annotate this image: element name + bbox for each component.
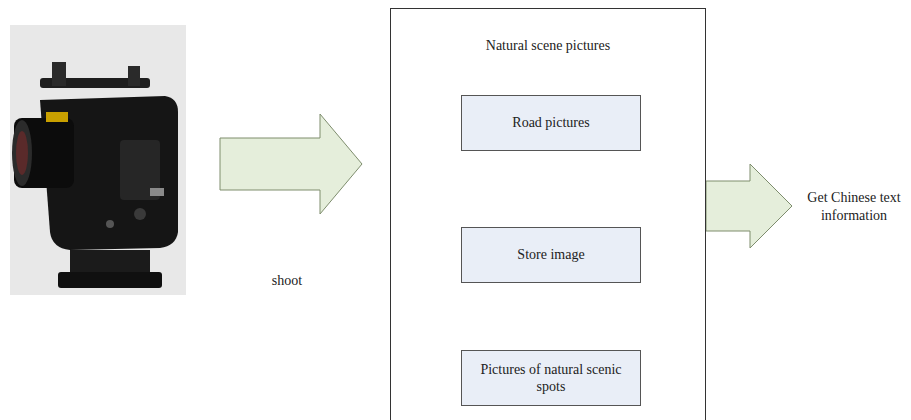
camera-illustration bbox=[10, 25, 186, 295]
box-text: Road pictures bbox=[512, 114, 589, 132]
process-box: Pictures of natural scenic spots bbox=[461, 350, 641, 406]
output-label: Get Chinese text information bbox=[800, 189, 908, 224]
group-title: Natural scene pictures bbox=[391, 37, 705, 55]
block-arrow bbox=[706, 164, 792, 248]
group-box: Natural scene picturesRoad picturesStore… bbox=[390, 8, 706, 420]
process-box: Road pictures bbox=[461, 95, 641, 151]
block-arrow bbox=[220, 114, 362, 214]
arrow-label: shoot bbox=[252, 272, 322, 290]
process-box: Store image bbox=[461, 227, 641, 283]
box-text: Pictures of natural scenic spots bbox=[474, 361, 628, 396]
box-text: Store image bbox=[517, 246, 584, 264]
